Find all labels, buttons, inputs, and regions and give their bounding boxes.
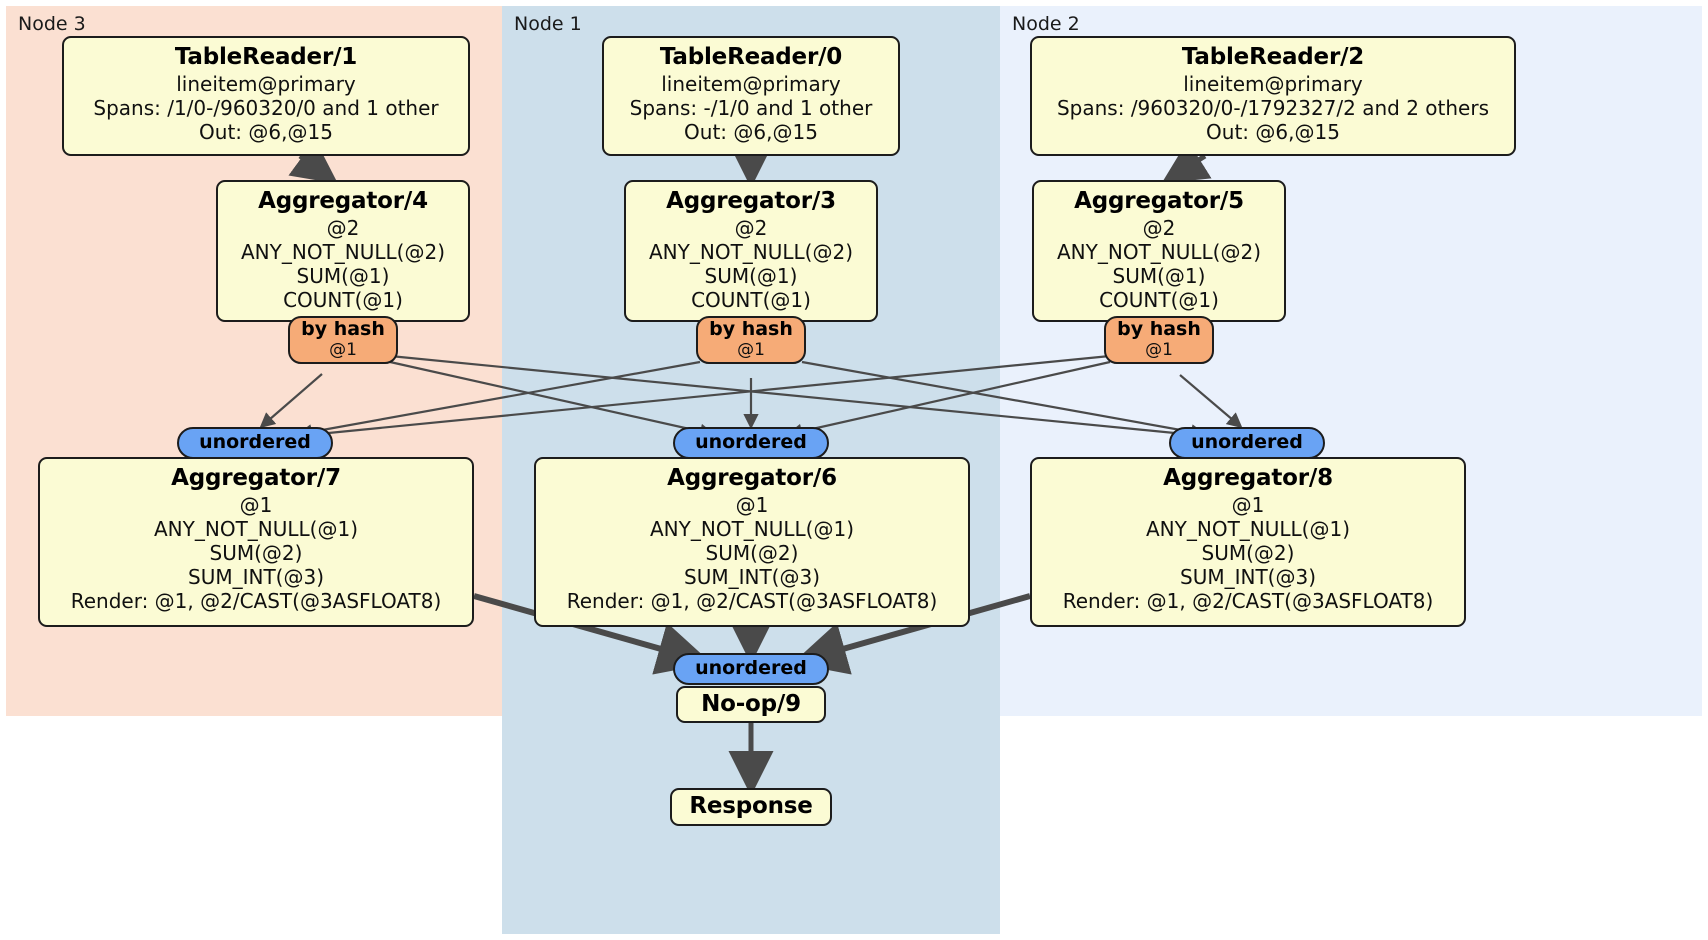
box-line: ANY_NOT_NULL(@2) xyxy=(241,239,445,264)
box-title: TableReader/0 xyxy=(659,44,843,70)
box-title: Aggregator/3 xyxy=(666,188,836,214)
badge-unordered-right[interactable]: unordered xyxy=(1169,427,1325,459)
box-line: SUM_INT(@3) xyxy=(1180,564,1316,589)
box-line: Spans: /960320/0-/1792327/2 and 2 others xyxy=(1056,95,1489,120)
box-line: COUNT(@1) xyxy=(691,287,811,312)
badge-by-hash-right[interactable]: by hash @1 xyxy=(1104,316,1214,364)
box-aggregator4[interactable]: Aggregator/4 @2 ANY_NOT_NULL(@2) SUM(@1)… xyxy=(216,180,470,322)
box-line: Out: @6,@15 xyxy=(684,119,818,144)
badge-label: unordered xyxy=(1191,431,1303,454)
box-aggregator6[interactable]: Aggregator/6 @1 ANY_NOT_NULL(@1) SUM(@2)… xyxy=(534,457,970,627)
box-title: Aggregator/6 xyxy=(667,465,837,491)
box-title: Response xyxy=(689,793,813,820)
badge-label: by hash xyxy=(301,318,385,341)
badge-label: by hash xyxy=(709,318,793,341)
badge-unordered-final[interactable]: unordered xyxy=(673,653,829,685)
badge-unordered-center[interactable]: unordered xyxy=(673,427,829,459)
box-line: SUM(@1) xyxy=(296,263,390,288)
box-aggregator7[interactable]: Aggregator/7 @1 ANY_NOT_NULL(@1) SUM(@2)… xyxy=(38,457,474,627)
box-title: Aggregator/8 xyxy=(1163,465,1333,491)
box-line: ANY_NOT_NULL(@1) xyxy=(154,516,358,541)
box-line: Render: @1, @2/CAST(@3ASFLOAT8) xyxy=(1062,588,1434,613)
box-title: No-op/9 xyxy=(701,690,801,717)
box-line: COUNT(@1) xyxy=(283,287,403,312)
box-line: ANY_NOT_NULL(@1) xyxy=(1146,516,1350,541)
box-line: lineitem@primary xyxy=(661,71,841,96)
box-title: Aggregator/4 xyxy=(258,188,428,214)
box-line: Spans: -/1/0 and 1 other xyxy=(629,95,873,120)
badge-sublabel: @1 xyxy=(1145,340,1173,361)
box-line: Render: @1, @2/CAST(@3ASFLOAT8) xyxy=(566,588,938,613)
box-line: @1 xyxy=(239,492,273,517)
box-noop9[interactable]: No-op/9 xyxy=(676,686,826,723)
box-aggregator3[interactable]: Aggregator/3 @2 ANY_NOT_NULL(@2) SUM(@1)… xyxy=(624,180,878,322)
badge-label: by hash xyxy=(1117,318,1201,341)
box-response[interactable]: Response xyxy=(670,788,832,826)
box-title: TableReader/1 xyxy=(174,44,358,70)
badge-unordered-left[interactable]: unordered xyxy=(177,427,333,459)
box-line: ANY_NOT_NULL(@2) xyxy=(649,239,853,264)
box-line: COUNT(@1) xyxy=(1099,287,1219,312)
box-line: lineitem@primary xyxy=(1183,71,1363,96)
box-line: @2 xyxy=(326,215,360,240)
box-tablereader2[interactable]: TableReader/2 lineitem@primary Spans: /9… xyxy=(1030,36,1516,156)
box-line: SUM_INT(@3) xyxy=(684,564,820,589)
badge-label: unordered xyxy=(199,431,311,454)
box-line: SUM(@1) xyxy=(704,263,798,288)
box-line: Out: @6,@15 xyxy=(199,119,333,144)
badge-label: unordered xyxy=(695,657,807,680)
badge-sublabel: @1 xyxy=(329,340,357,361)
box-line: lineitem@primary xyxy=(176,71,356,96)
box-line: SUM(@1) xyxy=(1112,263,1206,288)
box-line: SUM(@2) xyxy=(209,540,303,565)
box-line: Spans: /1/0-/960320/0 and 1 other xyxy=(93,95,439,120)
box-line: @1 xyxy=(735,492,769,517)
box-line: Out: @6,@15 xyxy=(1206,119,1340,144)
badge-sublabel: @1 xyxy=(737,340,765,361)
box-aggregator8[interactable]: Aggregator/8 @1 ANY_NOT_NULL(@1) SUM(@2)… xyxy=(1030,457,1466,627)
box-title: Aggregator/7 xyxy=(171,465,341,491)
box-line: @1 xyxy=(1231,492,1265,517)
box-line: Render: @1, @2/CAST(@3ASFLOAT8) xyxy=(70,588,442,613)
box-line: SUM_INT(@3) xyxy=(188,564,324,589)
box-title: Aggregator/5 xyxy=(1074,188,1244,214)
badge-by-hash-center[interactable]: by hash @1 xyxy=(696,316,806,364)
box-title: TableReader/2 xyxy=(1181,44,1365,70)
node-panel-label-node3: Node 3 xyxy=(18,13,86,35)
badge-label: unordered xyxy=(695,431,807,454)
box-line: ANY_NOT_NULL(@1) xyxy=(650,516,854,541)
box-line: @2 xyxy=(734,215,768,240)
node-panel-label-node1: Node 1 xyxy=(514,13,582,35)
box-tablereader0[interactable]: TableReader/0 lineitem@primary Spans: -/… xyxy=(602,36,900,156)
badge-by-hash-left[interactable]: by hash @1 xyxy=(288,316,398,364)
box-line: @2 xyxy=(1142,215,1176,240)
box-line: SUM(@2) xyxy=(1201,540,1295,565)
box-tablereader1[interactable]: TableReader/1 lineitem@primary Spans: /1… xyxy=(62,36,470,156)
node-panel-label-node2: Node 2 xyxy=(1012,13,1080,35)
box-line: SUM(@2) xyxy=(705,540,799,565)
box-aggregator5[interactable]: Aggregator/5 @2 ANY_NOT_NULL(@2) SUM(@1)… xyxy=(1032,180,1286,322)
box-line: ANY_NOT_NULL(@2) xyxy=(1057,239,1261,264)
